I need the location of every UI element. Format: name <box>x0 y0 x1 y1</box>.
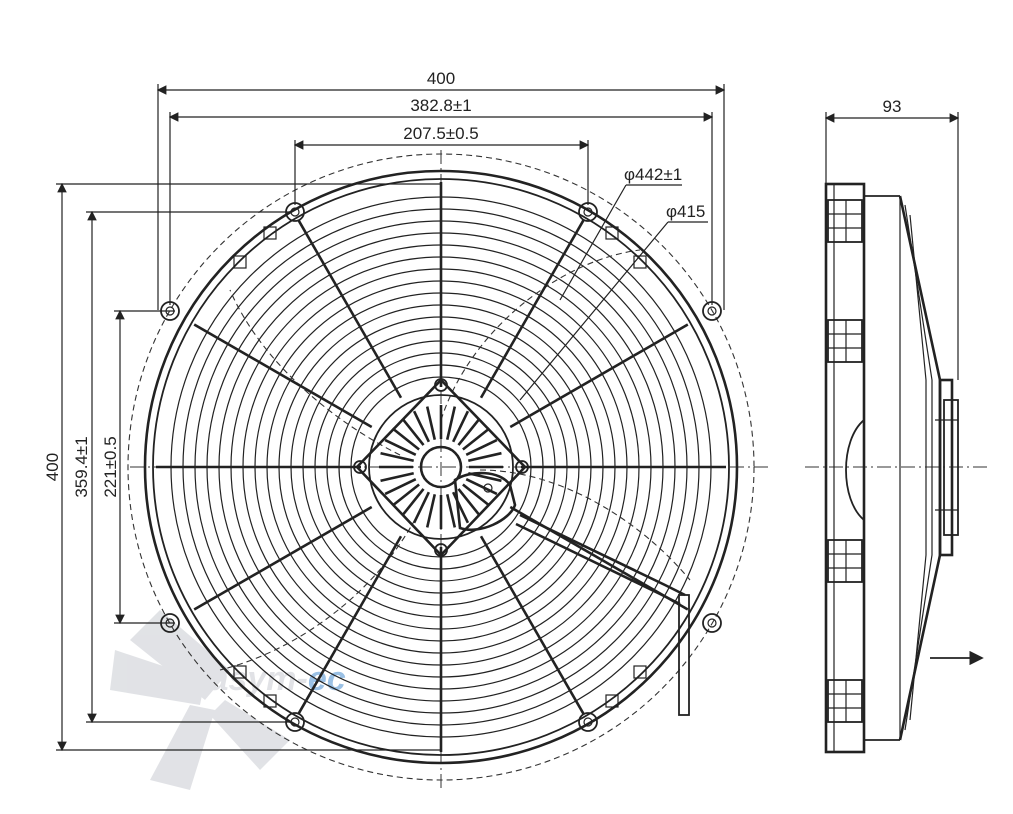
spoke <box>193 323 373 429</box>
dim-dia-fan: φ415 <box>666 202 705 221</box>
dim-height-overall: 400 <box>43 453 62 481</box>
watermark-logo: Kasym-ec <box>110 610 346 790</box>
dim-dia-outer: φ442±1 <box>624 165 682 184</box>
cooling-fin <box>391 427 420 451</box>
watermark-text: Kasym-ec <box>185 660 346 698</box>
shroud-ring <box>143 169 739 765</box>
blade-outlines <box>219 249 691 671</box>
rim-clip <box>233 665 247 679</box>
dim-depth: 93 <box>883 97 902 116</box>
side-bracket <box>827 199 863 243</box>
rim-clip <box>263 226 277 240</box>
mount-hole-inner <box>290 717 300 727</box>
mount-hole <box>578 712 598 732</box>
cooling-fin <box>391 483 420 507</box>
side-bracket <box>827 679 863 723</box>
cooling-fin <box>457 488 481 517</box>
side-bracket <box>827 539 863 583</box>
spoke <box>479 219 585 399</box>
cooling-fin <box>425 494 437 528</box>
cooling-fin <box>462 483 491 507</box>
cooling-fin <box>457 417 481 446</box>
cooling-fin <box>425 406 437 440</box>
cooling-fin <box>401 417 425 446</box>
mounting-lugs <box>160 202 722 732</box>
cooling-fin <box>451 410 470 443</box>
cooling-fin <box>465 438 498 457</box>
dim-height-mount: 359.4±1 <box>72 436 91 497</box>
cooling-fin <box>465 477 498 496</box>
dim-width-overall: 400 <box>427 69 455 88</box>
rim-clip <box>605 694 619 708</box>
mount-hole-inner <box>290 207 300 217</box>
cooling-fin <box>412 410 431 443</box>
cooling-fin <box>380 451 414 463</box>
motor-hub <box>353 378 529 557</box>
cooling-fin <box>401 488 425 517</box>
mount-hole-inner <box>583 717 593 727</box>
cooling-fin <box>468 451 502 463</box>
cooling-fin <box>445 494 457 528</box>
mount-hole-inner <box>583 207 593 217</box>
spoke <box>479 535 585 715</box>
cooling-fin <box>445 406 457 440</box>
cooling-fin <box>462 427 491 451</box>
cooling-fin <box>384 477 417 496</box>
side-view: 93 <box>805 97 990 754</box>
front-dimensions: 400 382.8±1 207.5±0.5 φ442±1 φ415 400 35… <box>43 69 726 752</box>
spoke <box>509 323 689 429</box>
rim-clip <box>263 694 277 708</box>
dim-height-inner: 221±0.5 <box>101 436 120 497</box>
mount-hole <box>702 613 722 633</box>
dim-width-inner: 207.5±0.5 <box>403 124 479 143</box>
cooling-fin <box>412 491 431 524</box>
rim-clip <box>233 255 247 269</box>
side-bracket <box>827 319 863 363</box>
rim-clip <box>605 226 619 240</box>
mount-hole-inner <box>707 306 717 316</box>
cooling-fin <box>380 471 414 483</box>
spoke <box>297 535 403 715</box>
mount-hole-inner <box>707 618 717 628</box>
cable <box>515 513 690 716</box>
spoke <box>193 505 373 611</box>
spoke <box>297 219 403 399</box>
cooling-fin <box>384 438 417 457</box>
front-view <box>127 150 770 790</box>
rim-clip <box>633 665 647 679</box>
dim-width-mount: 382.8±1 <box>410 96 471 115</box>
